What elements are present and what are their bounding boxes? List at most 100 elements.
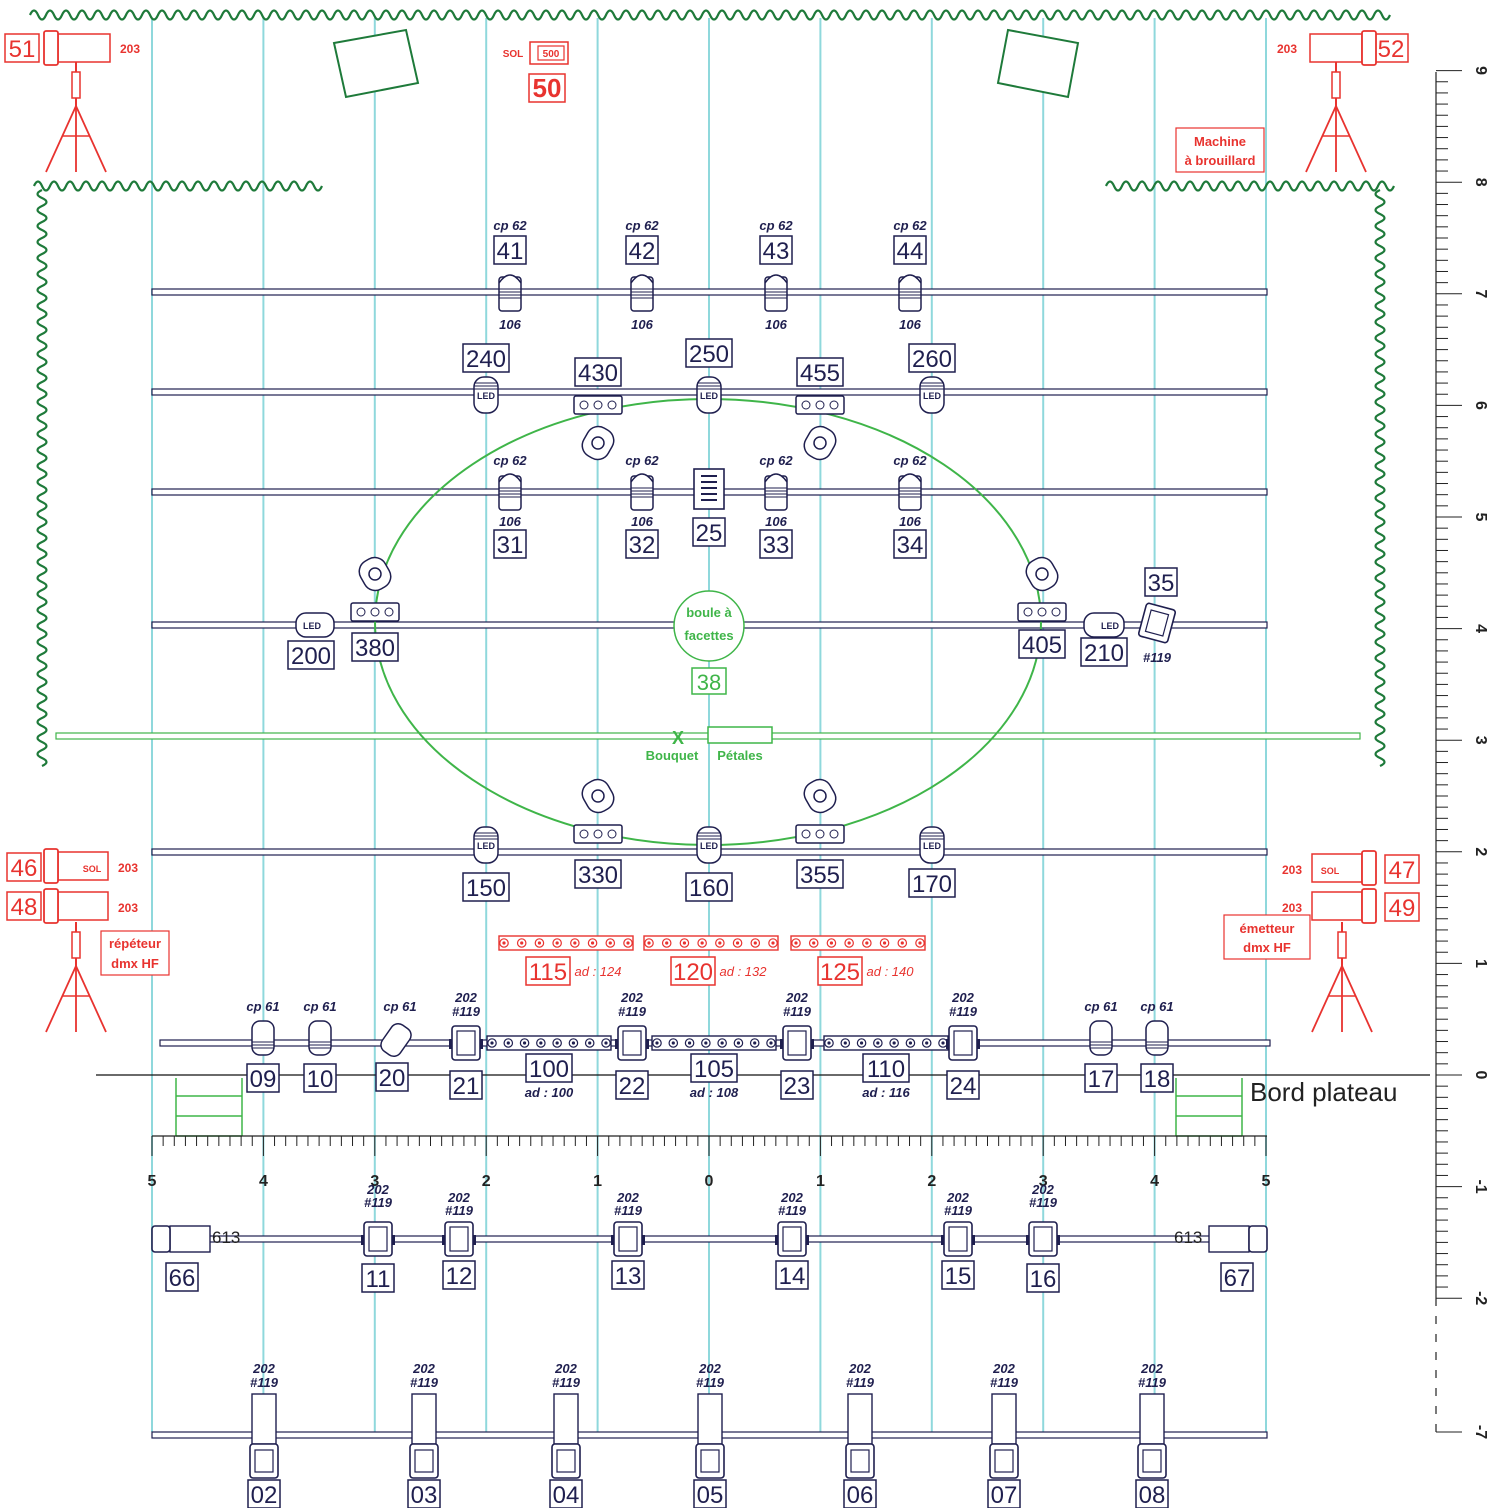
channel-box <box>796 357 844 387</box>
channel-number: 13 <box>615 1263 642 1290</box>
ruler-right-label-5: 4 <box>1472 624 1489 633</box>
channel-number: 48 <box>11 894 38 921</box>
fresnel-lens <box>1033 1226 1053 1252</box>
fixture-top-label: cp 61 <box>246 999 279 1014</box>
channel-box <box>775 1260 809 1290</box>
red-profile-body <box>57 891 109 921</box>
channel-number: 21 <box>453 1073 480 1100</box>
mover-port <box>607 829 617 839</box>
ruler-right-label-6: 3 <box>1472 736 1489 745</box>
fixture-gel-label: #119 <box>696 1375 725 1390</box>
fixture-top-label: 202 <box>554 1361 577 1376</box>
channel-number: 240 <box>466 346 506 373</box>
ledbar-body <box>651 1035 777 1051</box>
emitter-box <box>1223 914 1311 960</box>
profile-lens <box>1142 1449 1162 1473</box>
channel-number: 09 <box>250 1066 277 1093</box>
fixture-330: 330 <box>573 778 623 889</box>
fixture-top-label: cp 62 <box>625 218 659 233</box>
red-profile-body <box>1311 891 1363 921</box>
channel-number: 05 <box>697 1482 724 1508</box>
fixture-gel-label: #119 <box>250 1375 279 1390</box>
led-tag: LED <box>923 841 942 851</box>
ledbar-dot <box>847 941 851 945</box>
fixture-66: 66 <box>151 1225 211 1292</box>
channel-number: 31 <box>497 532 524 559</box>
ruler-right-label-1: 8 <box>1472 178 1489 187</box>
channel-box <box>843 1479 877 1508</box>
fixture-gel-label: 203 <box>118 901 138 915</box>
fixture-gel-label: #119 <box>778 1203 807 1218</box>
fixture-gel-label: #119 <box>1029 1195 1058 1210</box>
channel-box <box>611 1260 645 1290</box>
channel-box <box>574 357 622 387</box>
fixture-gel-label: 203 <box>120 42 140 56</box>
ledbar-dot <box>918 941 922 945</box>
fresnel-yoke <box>642 1235 645 1245</box>
channel-number: 07 <box>991 1482 1018 1508</box>
channel-box <box>941 1260 975 1290</box>
ledbar-dot <box>604 1041 608 1045</box>
ledbar-dot <box>671 1041 675 1045</box>
channel-box <box>351 632 399 662</box>
mirror-ball-number: 38 <box>697 670 721 695</box>
fixture-gel-label: #119 <box>1143 650 1172 665</box>
fixture-gel-label: #119 <box>618 1004 647 1019</box>
ledbar-dot <box>655 1041 659 1045</box>
channel-number: 210 <box>1084 640 1124 667</box>
channel-number: 355 <box>800 862 840 889</box>
mover-port <box>801 400 811 410</box>
par-body <box>308 1020 332 1056</box>
mirror-ball <box>673 590 745 662</box>
mover-port <box>1037 607 1047 617</box>
ledbar-dot <box>843 1041 847 1045</box>
ledbar-dot <box>700 941 704 945</box>
channel-box <box>1084 1063 1118 1093</box>
fog-machine-box <box>1175 127 1265 173</box>
channel-box <box>246 1063 280 1093</box>
gel-613-left: 613 <box>212 1228 240 1247</box>
channel-number: 51 <box>9 36 36 63</box>
petales-label: Pétales <box>717 748 763 763</box>
channel-number: 35 <box>1148 570 1175 597</box>
channel-box <box>796 859 844 889</box>
channel-box <box>817 956 863 986</box>
fixture-top-label: 202 <box>454 990 477 1005</box>
channel-box <box>1384 892 1420 922</box>
channel-box <box>375 1062 409 1092</box>
fixture-gel-label: #119 <box>846 1375 875 1390</box>
fixture-top-label: 202 <box>698 1361 721 1376</box>
stage-edge-label: Bord plateau <box>1250 1077 1397 1107</box>
ledbar-dot <box>735 941 740 945</box>
red-profile-lens <box>43 848 59 884</box>
stand-leg <box>75 105 107 173</box>
channel-box <box>1135 1479 1169 1508</box>
emitter-label-1: émetteur <box>1240 921 1295 936</box>
profile-barrel <box>411 1393 437 1445</box>
channel-number: 100 <box>529 1056 569 1083</box>
fresnel-yoke <box>449 1039 452 1049</box>
channel-box <box>1018 629 1066 659</box>
curtain-back <box>28 9 1392 21</box>
stand-clamp <box>71 71 81 99</box>
channel-box <box>407 1479 441 1508</box>
channel-box <box>525 1053 573 1083</box>
ruler-right-label-8: 1 <box>1472 959 1489 968</box>
fresnel-yoke <box>361 1235 364 1245</box>
channel-box <box>247 1479 281 1508</box>
par-lens <box>498 473 522 483</box>
channel-number: 03 <box>411 1482 438 1508</box>
ledbar-dot <box>753 941 757 945</box>
fresnel-yoke <box>780 1039 783 1049</box>
ledbar-dot <box>665 941 669 945</box>
stand-leg <box>1305 105 1337 173</box>
fixture-gel-label: #119 <box>614 1203 643 1218</box>
